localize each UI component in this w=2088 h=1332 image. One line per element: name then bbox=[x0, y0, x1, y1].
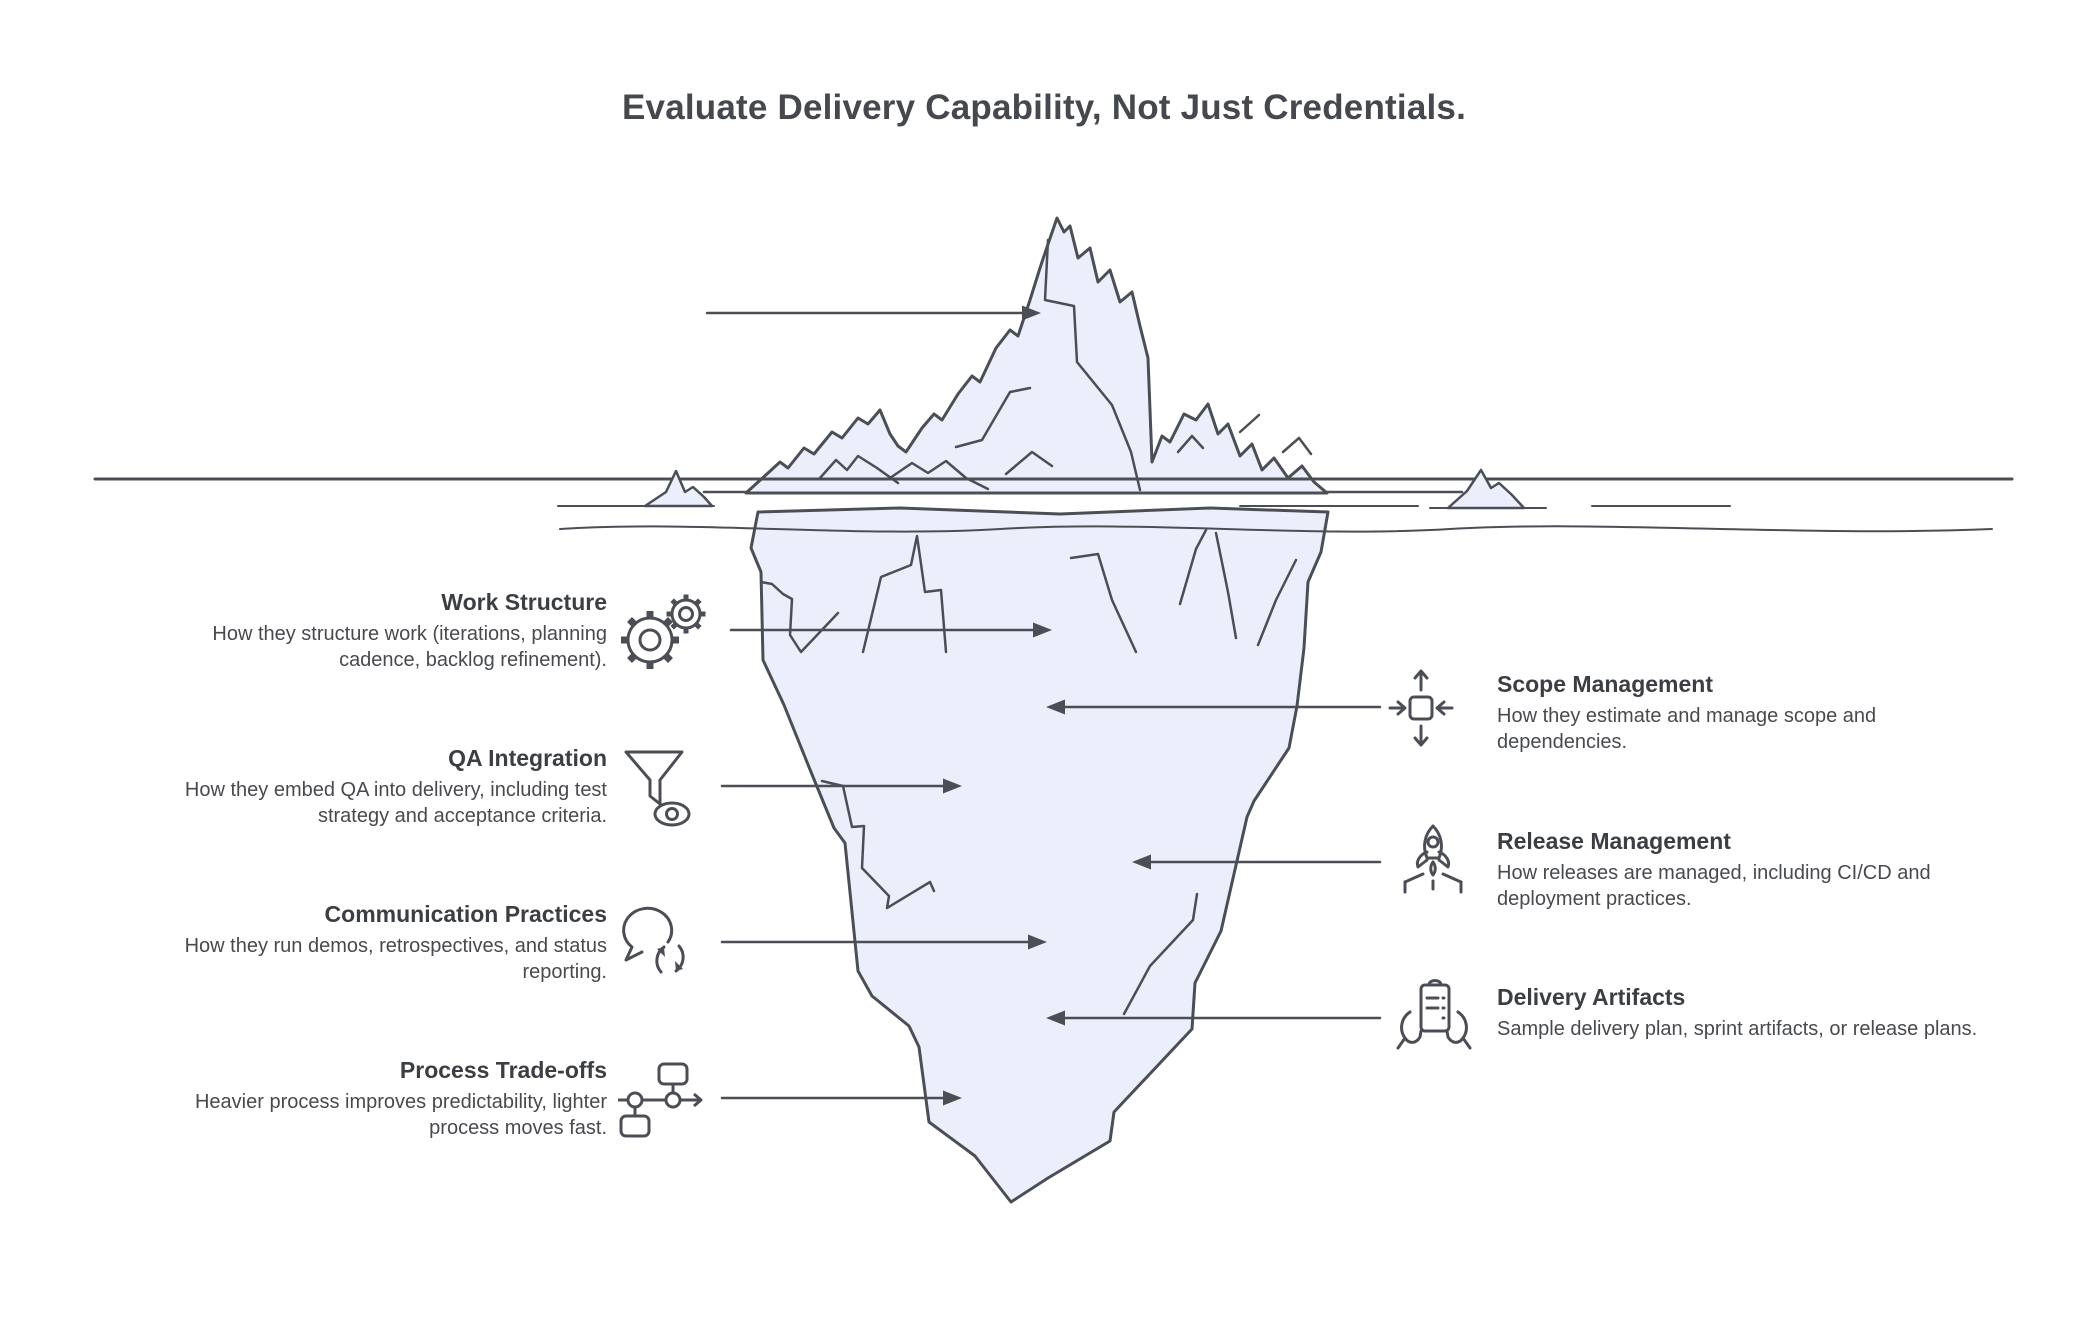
arrow-communication-practices bbox=[720, 934, 1047, 950]
iceberg-cracks-above bbox=[818, 238, 1313, 492]
label-heading: Scope Management bbox=[1497, 671, 1713, 697]
arrow-tip bbox=[705, 305, 1041, 321]
funnel-eye-icon bbox=[620, 746, 700, 832]
arrow-work-structure bbox=[729, 622, 1052, 638]
arrow-delivery-artifacts bbox=[1046, 1010, 1382, 1026]
ice-chunk-left bbox=[643, 469, 714, 508]
label-delivery-artifacts: Delivery Artifacts Sample delivery plan,… bbox=[1497, 983, 1987, 1042]
label-qa-integration: QA Integration How they embed QA into de… bbox=[142, 744, 607, 829]
label-work-structure: Work Structure How they structure work (… bbox=[142, 588, 607, 673]
scope-arrows-icon bbox=[1388, 666, 1454, 750]
label-heading: Delivery Artifacts bbox=[1497, 984, 1686, 1010]
arrow-scope-management bbox=[1046, 699, 1382, 715]
rocket-icon bbox=[1396, 820, 1470, 908]
label-body: How they embed QA into delivery, includi… bbox=[184, 779, 607, 827]
label-heading: QA Integration bbox=[448, 745, 607, 771]
ice-chunk-right bbox=[1446, 468, 1526, 510]
arrow-process-trade-offs bbox=[720, 1090, 962, 1106]
label-body: How they run demos, retrospectives, and … bbox=[184, 935, 607, 983]
label-body: Heavier process improves predictability,… bbox=[194, 1091, 607, 1139]
iceberg-below-water bbox=[749, 506, 1330, 1204]
label-process-trade-offs: Process Trade-offs Heavier process impro… bbox=[142, 1056, 607, 1141]
label-heading: Release Management bbox=[1497, 828, 1731, 854]
waterline bbox=[93, 477, 2014, 533]
water-wave-line bbox=[559, 525, 1993, 533]
label-heading: Work Structure bbox=[441, 589, 607, 615]
label-heading: Communication Practices bbox=[324, 901, 607, 927]
label-body: Sample delivery plan, sprint artifacts, … bbox=[1497, 1018, 1978, 1040]
flowchart-icon bbox=[616, 1062, 708, 1140]
label-release-management: Release Management How releases are mana… bbox=[1497, 827, 1987, 912]
iceberg-cracks-below bbox=[759, 528, 1298, 1016]
label-communication-practices: Communication Practices How they run dem… bbox=[142, 900, 607, 985]
iceberg-above-water bbox=[744, 216, 1329, 495]
label-body: How releases are managed, including CI/C… bbox=[1497, 862, 1931, 910]
page-title: Evaluate Delivery Capability, Not Just C… bbox=[622, 88, 1466, 127]
arrow-release-management bbox=[1132, 854, 1382, 870]
label-body: How they estimate and manage scope and d… bbox=[1497, 705, 1877, 753]
pointer-arrows bbox=[705, 305, 1382, 1106]
gears-icon bbox=[612, 592, 712, 676]
label-body: How they structure work (iterations, pla… bbox=[212, 623, 607, 671]
chat-refresh-icon bbox=[616, 902, 704, 990]
arrow-qa-integration bbox=[720, 778, 962, 794]
label-scope-management: Scope Management How they estimate and m… bbox=[1497, 670, 1987, 755]
label-heading: Process Trade-offs bbox=[399, 1057, 607, 1083]
document-hands-icon bbox=[1394, 976, 1474, 1064]
